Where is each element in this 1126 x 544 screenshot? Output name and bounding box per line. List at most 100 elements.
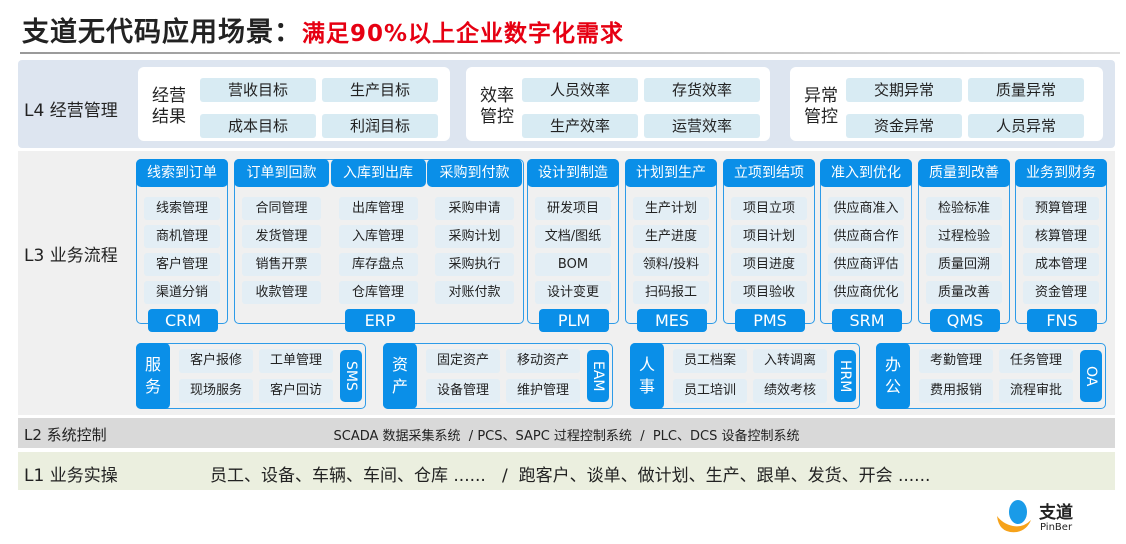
l4-group-label: 经营结果: [152, 86, 186, 127]
support-item: 入转调离: [753, 349, 827, 373]
process-item: 项目进度: [731, 253, 807, 276]
system-tag: PMS: [735, 309, 805, 332]
process-item: 供应商合作: [828, 225, 904, 248]
l4-chip: 交期异常: [846, 78, 962, 102]
process-item: 资金管理: [1023, 281, 1099, 304]
process-item: 项目立项: [731, 197, 807, 220]
support-item: 费用报销: [919, 379, 993, 403]
system-tag: ERP: [345, 309, 415, 332]
system-tag: MES: [637, 309, 707, 332]
support-item: 工单管理: [259, 349, 333, 373]
support-item: 任务管理: [999, 349, 1073, 373]
process-item: 出库管理: [338, 197, 418, 220]
process-item: 扫码报工: [633, 281, 709, 304]
l1-text: 员工、设备、车辆、车间、仓库 ...... / 跑客户、谈单、做计划、生产、跟单…: [210, 466, 931, 486]
support-label-char: 办: [884, 355, 901, 374]
process-item: 质量回溯: [926, 253, 1002, 276]
l1-label: L1 业务实操: [24, 466, 118, 486]
process-item: BOM: [535, 253, 611, 276]
support-item: 维护管理: [506, 379, 580, 403]
l4-chip: 资金异常: [846, 114, 962, 138]
process-item: 过程检验: [926, 225, 1002, 248]
flow-header: 计划到生产: [625, 159, 717, 187]
process-item: 采购执行: [435, 253, 514, 276]
process-item: 项目验收: [731, 281, 807, 304]
l1-band: L1 业务实操 员工、设备、车辆、车间、仓库 ...... / 跑客户、谈单、做…: [18, 452, 1115, 490]
support-item: 设备管理: [426, 379, 500, 403]
l4-chip: 利润目标: [322, 114, 438, 138]
process-item: 对账付款: [435, 281, 514, 304]
title-divider: [20, 52, 1120, 54]
support-label-char: 产: [391, 377, 408, 396]
process-item: 库存盘点: [338, 253, 418, 276]
l2-text: SCADA 数据采集系统 / PCS、SAPC 过程控制系统 / PLC、DCS…: [333, 429, 800, 444]
process-item: 核算管理: [1023, 225, 1099, 248]
system-tag: SRM: [832, 309, 902, 332]
system-tag: FNS: [1027, 309, 1097, 332]
support-item: 流程审批: [999, 379, 1073, 403]
l4-chip: 生产效率: [522, 114, 638, 138]
l4-chip: 人员效率: [522, 78, 638, 102]
support-system-oa: 办公 OA 考勤管理任务管理费用报销流程审批: [876, 343, 1106, 409]
l4-label: L4 经营管理: [24, 101, 118, 121]
flow-header: 质量到改善: [918, 159, 1010, 187]
l4-chip: 运营效率: [644, 114, 760, 138]
title-main: 支道无代码应用场景：: [22, 17, 302, 48]
support-item: 考勤管理: [919, 349, 993, 373]
process-item: 采购申请: [435, 197, 514, 220]
support-system-eam: 资产 EAM 固定资产移动资产设备管理维护管理: [383, 343, 613, 409]
process-item: 仓库管理: [338, 281, 418, 304]
support-label: 办公: [876, 343, 910, 409]
flow-header: 订单到回款: [234, 159, 329, 187]
support-label-char: 资: [391, 355, 408, 374]
process-item: 文档/图纸: [535, 225, 611, 248]
process-item: 渠道分销: [144, 281, 220, 304]
support-system-tag: OA: [1080, 350, 1102, 402]
page-title: 支道无代码应用场景：满足90%以上企业数字化需求: [22, 10, 624, 49]
support-system-tag: SMS: [340, 350, 362, 402]
process-item: 领料/投料: [633, 253, 709, 276]
support-item: 固定资产: [426, 349, 500, 373]
process-item: 客户管理: [144, 253, 220, 276]
support-item: 移动资产: [506, 349, 580, 373]
l4-group-label: 效率管控: [480, 86, 514, 127]
process-item: 销售开票: [242, 253, 321, 276]
l4-chip: 营收目标: [200, 78, 316, 102]
support-item: 绩效考核: [753, 379, 827, 403]
process-item: 检验标准: [926, 197, 1002, 220]
title-highlight: 满足90%以上企业数字化需求: [302, 21, 625, 47]
logo-sub: PinBer: [1040, 522, 1073, 533]
l2-label: L2 系统控制: [24, 426, 107, 444]
process-item: 研发项目: [535, 197, 611, 220]
support-label-char: 人: [638, 355, 655, 374]
support-label-char: 务: [144, 377, 161, 396]
process-item: 采购计划: [435, 225, 514, 248]
support-system-tag: EAM: [587, 350, 609, 402]
process-item: 商机管理: [144, 225, 220, 248]
l4-chip: 成本目标: [200, 114, 316, 138]
flow-header: 业务到财务: [1015, 159, 1107, 187]
process-item: 供应商优化: [828, 281, 904, 304]
pinber-logo: 支道 PinBer: [993, 498, 1093, 538]
l4-band: L4 经营管理 经营结果营收目标生产目标成本目标利润目标效率管控人员效率存货效率…: [18, 60, 1115, 148]
logo-name: 支道: [1039, 503, 1073, 523]
process-item: 供应商准入: [828, 197, 904, 220]
process-item: 生产计划: [633, 197, 709, 220]
support-system-tag: HRM: [834, 350, 856, 402]
support-label-char: 服: [144, 355, 161, 374]
support-label-char: 事: [638, 377, 655, 396]
process-item: 线索管理: [144, 197, 220, 220]
l3-label: L3 业务流程: [24, 246, 118, 266]
flow-header: 设计到制造: [527, 159, 619, 187]
support-item: 员工培训: [673, 379, 747, 403]
flow-header: 采购到付款: [427, 159, 522, 187]
support-label: 资产: [383, 343, 417, 409]
support-label: 服务: [136, 343, 170, 409]
